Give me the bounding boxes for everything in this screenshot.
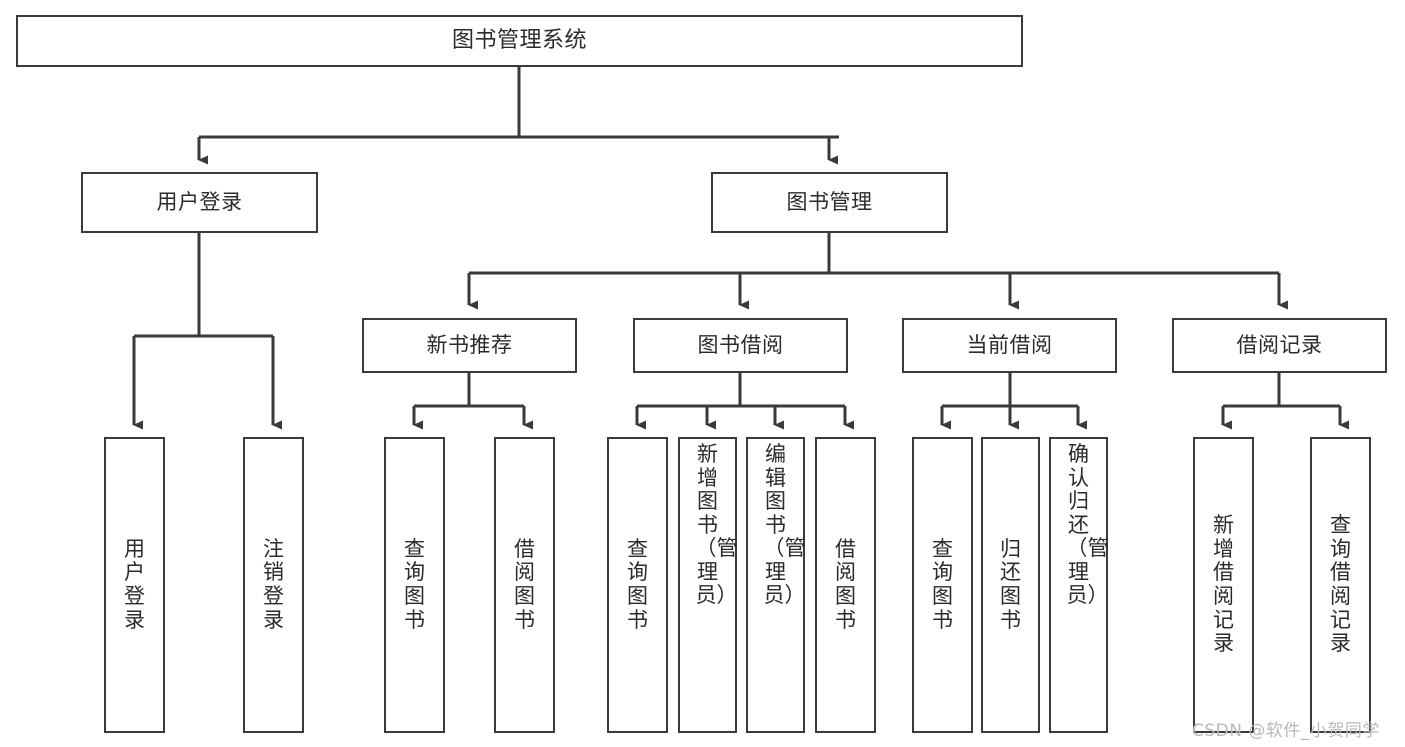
csdn-watermark: CSDN @软件_小贺同学 <box>1192 721 1380 741</box>
leaf-user-login-login[interactable]: 用户登录 <box>104 437 165 733</box>
leaf-borrow-edit-book-admin[interactable]: 编辑图书（管理员） <box>746 437 806 733</box>
node-label: 新书推荐 <box>426 333 513 358</box>
node-label: 确认归还（管理员） <box>1066 442 1109 608</box>
leaf-current-return-book[interactable]: 归还图书 <box>981 437 1040 733</box>
leaf-new-book-query[interactable]: 查询图书 <box>384 437 445 733</box>
node-label: 查询图书 <box>404 536 425 632</box>
node-label: 图书借阅 <box>697 333 784 358</box>
leaf-borrow-borrow-book[interactable]: 借阅图书 <box>815 437 876 733</box>
node-label: 新增借阅记录 <box>1213 513 1234 656</box>
node-label: 图书管理 <box>786 190 873 215</box>
node-label: 借阅记录 <box>1236 333 1323 358</box>
node-label: 查询图书 <box>627 536 648 632</box>
node-user-login[interactable]: 用户登录 <box>81 172 318 233</box>
node-current-borrow[interactable]: 当前借阅 <box>902 318 1117 373</box>
leaf-records-query-record[interactable]: 查询借阅记录 <box>1310 437 1371 733</box>
leaf-new-book-borrow[interactable]: 借阅图书 <box>494 437 555 733</box>
node-new-book-recommend[interactable]: 新书推荐 <box>362 318 577 373</box>
node-label: 图书管理系统 <box>451 28 587 54</box>
node-label: 编辑图书（管理员） <box>763 442 806 608</box>
node-label: 借阅图书 <box>514 536 535 632</box>
node-label: 归还图书 <box>1000 536 1021 632</box>
node-label: 用户登录 <box>124 536 145 632</box>
leaf-current-query-book[interactable]: 查询图书 <box>912 437 973 733</box>
node-label: 查询借阅记录 <box>1330 513 1351 656</box>
node-book-management[interactable]: 图书管理 <box>711 172 948 233</box>
node-label: 当前借阅 <box>966 333 1053 358</box>
leaf-records-add-record[interactable]: 新增借阅记录 <box>1193 437 1254 733</box>
node-label: 借阅图书 <box>835 536 856 632</box>
node-label: 新增图书（管理员） <box>695 442 738 608</box>
node-label: 用户登录 <box>156 190 243 215</box>
leaf-current-confirm-return-admin[interactable]: 确认归还（管理员） <box>1049 437 1109 733</box>
leaf-borrow-add-book-admin[interactable]: 新增图书（管理员） <box>678 437 738 733</box>
node-label: 查询图书 <box>932 536 953 632</box>
node-root-system[interactable]: 图书管理系统 <box>16 15 1023 67</box>
node-borrow-records[interactable]: 借阅记录 <box>1172 318 1387 373</box>
node-label: 注销登录 <box>263 536 284 632</box>
leaf-user-login-logout[interactable]: 注销登录 <box>243 437 304 733</box>
leaf-borrow-query-book[interactable]: 查询图书 <box>607 437 668 733</box>
node-book-borrow[interactable]: 图书借阅 <box>633 318 848 373</box>
